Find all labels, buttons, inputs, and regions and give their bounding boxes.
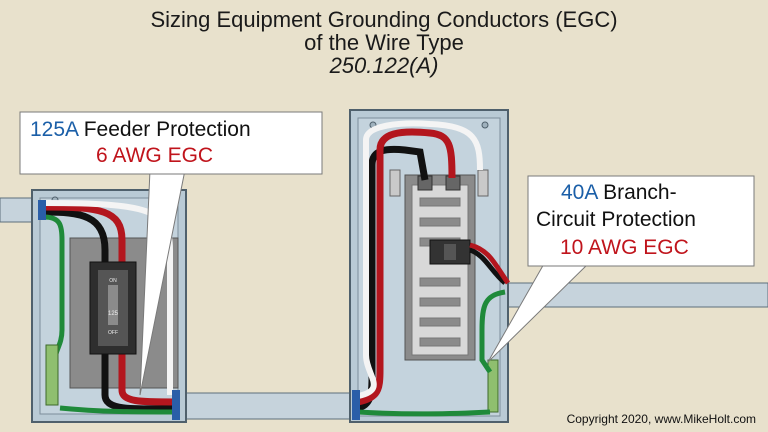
ground-bar-left bbox=[45, 344, 59, 406]
main-lug-right bbox=[445, 175, 461, 191]
breaker-off-label: OFF bbox=[108, 330, 118, 336]
callout-right-label-line1: Branch- bbox=[603, 181, 677, 204]
copyright-notice: Copyright 2020, www.MikeHolt.com bbox=[566, 412, 756, 426]
bushing-left-top bbox=[38, 200, 46, 220]
wire-branch-green bbox=[479, 289, 506, 374]
callout-right-egc: 10 AWG EGC bbox=[560, 236, 689, 259]
wire-red-left-load bbox=[118, 350, 176, 406]
callout-left-line1: 125A Feeder Protection bbox=[30, 118, 251, 142]
bushing-right-bottom bbox=[352, 390, 360, 420]
callout-right-label-line2: Circuit Protection bbox=[536, 208, 696, 231]
wire-branch-red bbox=[469, 242, 511, 285]
bushing-left-bottom bbox=[172, 390, 180, 420]
feeder-breaker: ON 125 OFF bbox=[89, 261, 137, 355]
diagram-title-line1: Sizing Equipment Grounding Conductors (E… bbox=[150, 7, 618, 32]
diagram-title-line2: of the Wire Type bbox=[304, 30, 464, 55]
callout-left-label: Feeder Protection bbox=[83, 118, 251, 141]
neutral-bar-right bbox=[477, 169, 489, 197]
callout-left-amps: 125A bbox=[30, 118, 78, 141]
callout-left-box bbox=[19, 111, 323, 175]
wire-white-right bbox=[357, 120, 483, 399]
breaker-rating-label: 125 bbox=[108, 311, 119, 317]
callout-right-box bbox=[527, 175, 755, 267]
callout-right-line1: 40A Branch- bbox=[561, 181, 677, 205]
callout-right-amps: 40A bbox=[561, 181, 598, 204]
callout-left-egc: 6 AWG EGC bbox=[96, 144, 214, 167]
wire-green-right bbox=[357, 409, 491, 417]
ground-bar-right bbox=[487, 359, 499, 413]
wire-green-left-load bbox=[59, 405, 176, 415]
conduit-middle bbox=[184, 392, 356, 420]
panel-bus bbox=[411, 184, 469, 356]
wire-red-left bbox=[43, 203, 126, 265]
diagram-title-line3: 250.122(A) bbox=[329, 53, 439, 78]
wire-branch-black bbox=[469, 247, 507, 285]
neutral-bar-left bbox=[389, 169, 401, 197]
breaker-on-label: ON bbox=[109, 278, 117, 284]
wire-black-left-load bbox=[101, 350, 176, 413]
wire-black-left bbox=[43, 208, 109, 265]
wire-red-right bbox=[357, 128, 456, 406]
